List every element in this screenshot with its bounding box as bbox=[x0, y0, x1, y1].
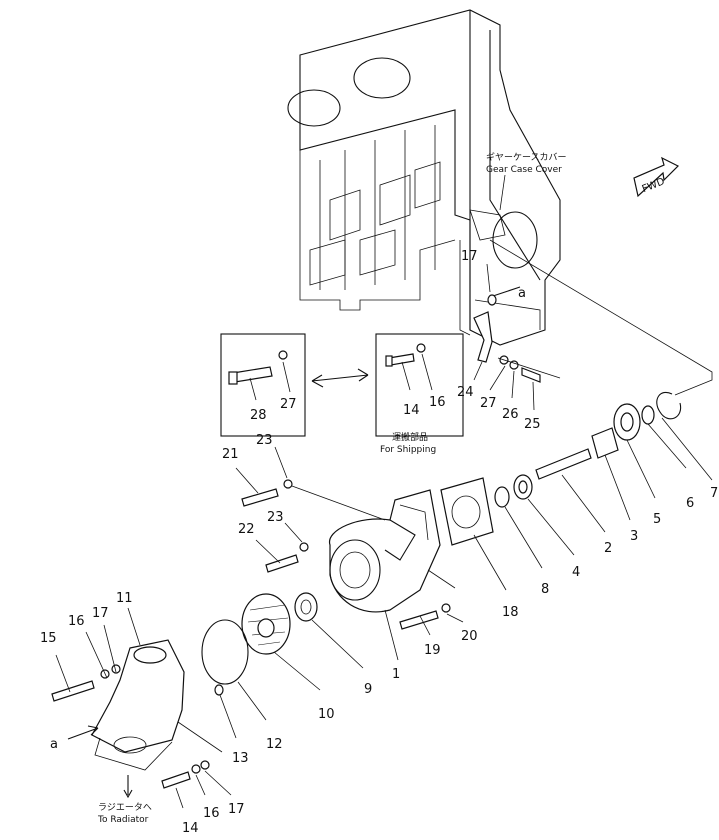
part-label-15: 15 bbox=[40, 631, 57, 646]
leader-line-23-top bbox=[291, 485, 386, 521]
impeller-10 bbox=[241, 593, 291, 655]
part-label-25: 25 bbox=[524, 417, 541, 432]
inset-box-shipping bbox=[375, 333, 464, 437]
o-ring-13 bbox=[214, 684, 224, 696]
part-label-6: 6 bbox=[686, 496, 694, 511]
part-label-16-elbow: 16 bbox=[68, 614, 85, 629]
part-label-27-box: 27 bbox=[280, 397, 297, 412]
bolt-15 bbox=[51, 680, 95, 702]
fwd-arrow-icon: FWD bbox=[633, 156, 680, 198]
part-label-16-bottom: 16 bbox=[203, 806, 220, 821]
part-label-17-elbow: 17 bbox=[92, 606, 109, 621]
leader-line-bottom bbox=[177, 721, 223, 753]
part-number-labels: 1 2 3 4 5 6 7 8 9 10 11 12 13 14 14 15 1… bbox=[40, 249, 718, 836]
part-label-5: 5 bbox=[653, 512, 661, 527]
ring-6 bbox=[641, 405, 655, 425]
inset-box-bolt-28 bbox=[220, 333, 306, 437]
part-label-3: 3 bbox=[630, 529, 638, 544]
part-label-20: 20 bbox=[461, 629, 478, 644]
bolt-22 bbox=[265, 554, 299, 573]
double-arrow-icon bbox=[311, 368, 369, 388]
pump-housing-1 bbox=[329, 489, 441, 613]
part-label-17-bottom: 17 bbox=[228, 802, 245, 817]
part-label-4: 4 bbox=[572, 565, 580, 580]
engine-block-drawing bbox=[287, 9, 561, 346]
part-label-27-bracket: 27 bbox=[480, 396, 497, 411]
part-label-8: 8 bbox=[541, 582, 549, 597]
part-label-24: 24 bbox=[457, 385, 474, 400]
part-label-9: 9 bbox=[364, 682, 372, 697]
part-label-10: 10 bbox=[318, 707, 335, 722]
part-label-18: 18 bbox=[502, 605, 519, 620]
part-leader-lines bbox=[55, 263, 713, 809]
part-label-14-shipping: 14 bbox=[403, 403, 420, 418]
washer-17-elbow bbox=[111, 664, 121, 674]
view-a-marker-top: a bbox=[518, 286, 526, 301]
part-label-21: 21 bbox=[222, 447, 239, 462]
leader-line-7 bbox=[489, 239, 713, 396]
part-label-7: 7 bbox=[710, 486, 718, 501]
o-ring-12 bbox=[201, 619, 249, 685]
part-label-28: 28 bbox=[250, 408, 267, 423]
view-a-arrow-icon bbox=[67, 725, 99, 740]
gasket-18 bbox=[440, 477, 494, 546]
seal-8 bbox=[494, 486, 510, 508]
bolt-21 bbox=[241, 488, 279, 507]
washer-16-bottom bbox=[191, 764, 201, 774]
part-label-23-mid: 23 bbox=[267, 510, 284, 525]
part-label-1: 1 bbox=[392, 667, 400, 682]
elbow-11 bbox=[91, 639, 185, 771]
bracket-assembly bbox=[473, 286, 561, 383]
to-radiator-en-label: To Radiator bbox=[97, 815, 149, 825]
part-label-19: 19 bbox=[424, 643, 441, 658]
shaft-2 bbox=[535, 448, 592, 480]
part-label-17-top: 17 bbox=[461, 249, 478, 264]
bearing-5 bbox=[613, 403, 641, 441]
part-label-11: 11 bbox=[116, 591, 133, 606]
part-label-2: 2 bbox=[604, 541, 612, 556]
bolt-19 bbox=[399, 610, 439, 630]
to-radiator-arrow-icon bbox=[123, 775, 133, 799]
washer-20 bbox=[441, 603, 451, 613]
part-label-12: 12 bbox=[266, 737, 283, 752]
shipping-en-label: For Shipping bbox=[380, 445, 436, 455]
gear-case-cover-jp-label: ギヤーケースカバー bbox=[486, 152, 567, 163]
view-a-marker-bottom: a bbox=[50, 737, 58, 752]
leader-line-20 bbox=[427, 569, 456, 589]
bolt-14-bottom bbox=[161, 771, 191, 789]
snap-ring-7 bbox=[656, 392, 682, 420]
part-label-26: 26 bbox=[502, 407, 519, 422]
part-label-14-bottom: 14 bbox=[182, 821, 199, 835]
washer-17-bottom bbox=[200, 760, 210, 770]
part-label-13: 13 bbox=[232, 751, 249, 766]
to-radiator-jp-label: ラジエータへ bbox=[98, 802, 152, 813]
part-label-23-top: 23 bbox=[256, 433, 273, 448]
gear-case-cover-en-label: Gear Case Cover bbox=[486, 165, 562, 175]
collar-3 bbox=[591, 427, 619, 459]
washer-23-top bbox=[283, 479, 293, 489]
bearing-4 bbox=[513, 474, 533, 500]
seal-9 bbox=[294, 592, 318, 622]
washer-23-mid bbox=[299, 542, 309, 552]
part-label-16-shipping: 16 bbox=[429, 395, 446, 410]
shipping-jp-label: 運搬部品 bbox=[392, 431, 428, 443]
part-label-22: 22 bbox=[238, 522, 255, 537]
